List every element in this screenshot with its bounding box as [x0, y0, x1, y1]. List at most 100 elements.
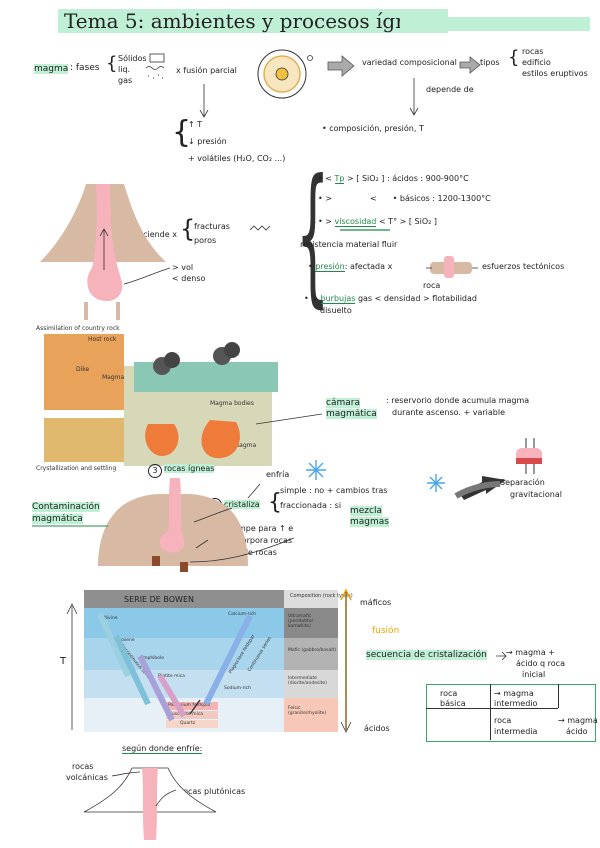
cond-presion: ↓ presión	[188, 137, 227, 146]
solidos-text: Sólidos	[118, 54, 147, 63]
comp-mafic	[284, 638, 338, 670]
rocas-igneas-text: rocas ígneas	[164, 464, 215, 473]
cristaliza-text: cristaliza	[224, 500, 260, 509]
comp-row3: Intermediate (diorite/andesite)	[288, 676, 327, 686]
magma-body-2-icon	[201, 420, 240, 459]
enfria-text: enfría	[266, 470, 290, 479]
brace-conds: {	[172, 115, 192, 150]
tbl-r1a: roca	[440, 689, 458, 698]
tipo-estilos: estilos eruptivos	[522, 69, 588, 78]
page-title: Tema 5: ambientes y procesos ígneos	[58, 9, 449, 33]
title-highlight-bar	[400, 17, 590, 31]
tipo-edificio: edificio	[522, 58, 551, 67]
roca-label: roca	[423, 281, 441, 290]
comp-title: Composition (rock types)	[290, 593, 353, 599]
roca-magma-table	[426, 684, 596, 742]
esfuerzos-text: esfuerzos tectónicos	[482, 262, 565, 271]
fracture-squiggle-icon	[249, 225, 271, 231]
tbl-r2d: ácido	[566, 727, 588, 736]
camara-word-1: cámara	[326, 398, 360, 408]
result-3: inicial	[522, 670, 546, 679]
brace-fases: {	[106, 53, 118, 74]
fig-dike: Dike	[76, 366, 90, 373]
arrow-to-tipos-icon	[459, 56, 481, 74]
liquid-wave-icon	[145, 66, 165, 70]
volcanicas-2: volcánicas	[66, 773, 108, 782]
min-sodium: Sodium-rich	[224, 686, 252, 691]
volcanicas-1: rocas	[72, 762, 94, 771]
camara-def-1: : reservorio donde acumula magma	[386, 396, 530, 405]
camara-word-2: magmática	[326, 409, 377, 419]
rompe-text-1: rompe para ↑ e	[230, 524, 294, 533]
comp-felsic	[284, 698, 338, 732]
t-axis-arrow	[66, 603, 78, 730]
bowen-title: SERIE DE BOWEN	[124, 595, 194, 604]
step-3-circle: 3	[148, 464, 162, 478]
fracturas-text: fracturas	[194, 222, 230, 231]
prop-burbujas: • > burbujas gas < densidad > flotabilid…	[304, 294, 477, 304]
simple-text: simple : no + cambios tras	[280, 486, 388, 495]
snowflake-2-icon	[427, 474, 445, 492]
magma-label: magma	[34, 64, 69, 74]
separacion-1: Separación	[500, 478, 545, 487]
brace-props: {	[296, 148, 330, 322]
result-1: → magma +	[506, 648, 555, 657]
bowen-row-intermediate	[84, 670, 284, 698]
min-amphibole: Amphibole	[140, 656, 165, 661]
acidos-text: ácidos	[364, 724, 390, 733]
secuencia-arrow-icon	[496, 651, 507, 661]
t-axis-label: T	[60, 656, 67, 667]
fusion-down-arrow-icon	[199, 84, 209, 118]
solid-box-icon	[149, 53, 165, 63]
plutonicas-text: rocas plutónicas	[180, 787, 246, 796]
fig-caption-assimilation: Assimilation of country rock	[36, 325, 120, 332]
comp-row1: Ultramafic (peridotite/ komatiite)	[288, 614, 314, 629]
brace-tipos: {	[508, 47, 520, 68]
prop-basicos: • ><• básicos : 1200-1300°C	[318, 194, 491, 203]
separacion-2: gravitacional	[510, 490, 562, 499]
min-olivine: Olivine	[102, 616, 118, 621]
contaminacion-2: magmática	[32, 514, 83, 524]
prop-tp: • < Tp > [ SiO₂ ] : ácidos : 900-900°C	[318, 174, 469, 184]
tbl-r1d: intermedio	[494, 699, 538, 708]
inset-assimilation	[44, 334, 124, 410]
xenolith-1-icon	[152, 556, 160, 566]
gas-text: gas	[118, 76, 133, 85]
brace-cristaliza: {	[268, 490, 282, 515]
fraccionada-text: fraccionada : si	[280, 501, 342, 510]
result-2: ácido q roca	[516, 659, 565, 668]
quartz-box	[166, 720, 218, 728]
bowen-row-ultramafic	[84, 608, 284, 638]
fig-magma-1: Magma	[102, 374, 125, 381]
comp-intermediate	[284, 670, 338, 698]
table-vline-1	[490, 684, 491, 740]
fusion-text: fusión	[372, 626, 400, 636]
disuelto-text: disuelto	[320, 306, 352, 315]
musc-box	[166, 711, 218, 719]
camara-def-2: durante ascenso. + variable	[392, 408, 505, 417]
title-text: Tema 5: ambientes y procesos ígneos	[58, 9, 449, 33]
gas-dots-icon	[148, 74, 163, 79]
brace-asciende: {	[180, 215, 196, 243]
depende-arrow-icon	[409, 78, 419, 116]
comp-ultramafic	[284, 608, 338, 638]
tbl-r2c: → magma	[558, 716, 598, 725]
contaminacion-1: Contaminación	[32, 502, 100, 512]
bowen-header	[84, 590, 284, 608]
min-kfeld: Potassium feldspar	[168, 703, 211, 708]
secuencia-text: secuencia de cristalización	[366, 650, 487, 660]
asciende-text: asciende x	[134, 230, 177, 239]
min-calcium: Calcium-rich	[228, 612, 257, 617]
kfeld-box	[166, 702, 218, 710]
fig-magma-bodies: Magma bodies	[210, 400, 254, 407]
resistencia-text: resistencia material fluir	[300, 240, 398, 249]
table-hline	[426, 708, 558, 709]
xenolith-2-icon	[180, 562, 188, 572]
composicion-text: • composición, presión, T	[322, 124, 424, 133]
min-quartz: Quartz	[180, 721, 196, 726]
tbl-r1c: → magma	[494, 689, 534, 698]
fig-caption-crystallization: Crystallization and settling	[36, 465, 117, 472]
tbl-r1b: básica	[440, 699, 466, 708]
comp-row2: Mafic (gabbro/basalt)	[288, 648, 336, 653]
